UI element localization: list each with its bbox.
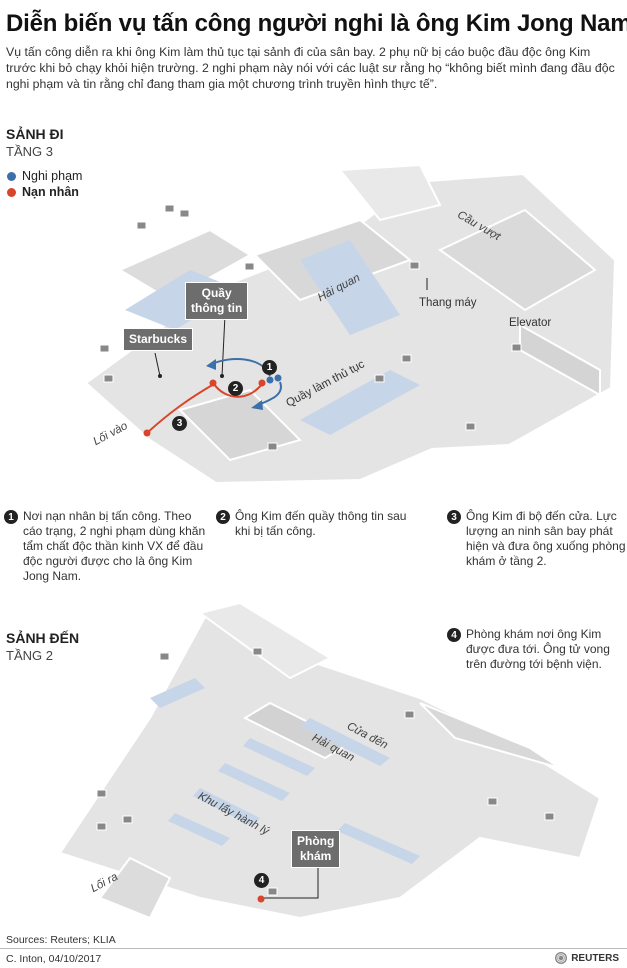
intro-paragraph: Vụ tấn công diễn ra khi ông Kim làm thủ …: [6, 45, 615, 91]
departure-blue-area-customs: [300, 240, 400, 335]
starbucks-point: [158, 374, 162, 378]
baggage-belt: [193, 788, 260, 826]
arrival-upper-block: [197, 601, 333, 680]
suspect-arrow-b: [251, 400, 263, 410]
note-text-2: Ông Kim đến quầy thông tin sau khi bị tấ…: [235, 509, 407, 538]
baggage-belt: [243, 738, 315, 776]
legend-victim: Nạn nhân: [7, 185, 79, 199]
arrival-right-block: [419, 702, 561, 769]
service-icon: [136, 221, 147, 230]
arrival-blue-area: [150, 678, 205, 708]
baggage-belt: [168, 813, 230, 846]
map-marker-3: 3: [172, 416, 187, 431]
note-number-3: 3: [447, 510, 461, 524]
arrival-section-title: SẢNH ĐẾN: [6, 630, 80, 646]
victim-point-4: [257, 895, 265, 903]
departure-floor-label: TẦNG 3: [6, 144, 53, 159]
service-icon: [401, 354, 412, 363]
suspect-legend-icon: [7, 171, 16, 181]
victim-point-2: [209, 379, 217, 387]
suspect-point-2: [274, 374, 282, 382]
note-number-2: 2: [216, 510, 230, 524]
service-icon: [96, 822, 107, 831]
map-marker-2: 2: [228, 381, 243, 396]
legend-suspect: Nghi phạm: [7, 169, 82, 183]
service-icon: [179, 209, 190, 218]
baggage-belt: [337, 823, 420, 864]
note-text-3: Ông Kim đi bộ đến cửa. Lực lượng an ninh…: [466, 509, 626, 568]
credit-text: C. Inton, 04/10/2017: [6, 953, 102, 965]
clinic-label: Phòng khám: [291, 830, 341, 868]
suspect-arrow-a: [206, 359, 216, 370]
map-marker-1: 1: [262, 360, 277, 375]
departure-bridge-block: [438, 208, 597, 312]
note-2: 2 Ông Kim đến quầy thông tin sau khi bị …: [216, 509, 425, 539]
service-icon: [99, 344, 110, 353]
reuters-brand-text: REUTERS: [571, 952, 619, 964]
info-desk-label: Quầy thông tin: [185, 282, 249, 320]
victim-legend-icon: [7, 187, 16, 197]
departure-left-block: [117, 228, 252, 302]
elevator-label: Elevator: [509, 317, 552, 329]
departure-right-block: [519, 323, 601, 397]
service-icon: [465, 422, 476, 431]
victim-point-3: [143, 429, 151, 437]
info-desk-point: [220, 374, 224, 378]
service-icon: [103, 374, 114, 383]
clinic-leader: [262, 866, 319, 899]
service-icon: [511, 343, 522, 352]
note-1: 1 Nơi nạn nhân bị tấn công. Theo cáo trạ…: [4, 509, 213, 584]
suspect-point-1: [266, 376, 274, 384]
footer-divider: [0, 948, 627, 949]
departure-floor-map: [84, 163, 617, 485]
reuters-logo: REUTERS: [555, 952, 619, 964]
service-icon: [267, 887, 278, 896]
service-icon: [374, 374, 385, 383]
victim-point-1: [258, 379, 266, 387]
note-4: 4 Phòng khám nơi ông Kim được đưa tới. Ô…: [447, 627, 627, 672]
service-icon: [96, 789, 107, 798]
departure-blue-area-checkin: [300, 370, 420, 435]
note-number-4: 4: [447, 628, 461, 642]
page-title: Diễn biến vụ tấn công người nghi là ông …: [6, 10, 627, 37]
info-desk-leader: [221, 314, 226, 377]
arrival-floor-label: TẦNG 2: [6, 648, 53, 663]
arrival-lower-block: [98, 856, 172, 920]
service-icon: [122, 815, 133, 824]
departure-section-title: SẢNH ĐI: [6, 126, 64, 142]
reuters-icon: [555, 952, 568, 964]
note-3: 3 Ông Kim đi bộ đến cửa. Lực lượng an ni…: [447, 509, 627, 569]
service-icon: [159, 652, 170, 661]
service-icon: [487, 797, 498, 806]
note-text-4: Phòng khám nơi ông Kim được đưa tới. Ông…: [466, 627, 610, 671]
service-icon: [267, 442, 278, 451]
departure-upper-block: [338, 163, 442, 222]
note-text-1: Nơi nạn nhân bị tấn công. Theo cáo trạng…: [23, 509, 206, 583]
legend-victim-label: Nạn nhân: [22, 185, 79, 199]
service-icon: [244, 262, 255, 271]
starbucks-leader: [154, 352, 161, 377]
legend-suspect-label: Nghi phạm: [22, 169, 83, 183]
service-icon: [409, 261, 420, 270]
service-icon: [544, 812, 555, 821]
note-number-1: 1: [4, 510, 18, 524]
service-icon: [164, 204, 175, 213]
starbucks-label: Starbucks: [123, 328, 194, 351]
service-icon: [252, 647, 263, 656]
arrival-customs-belt: [300, 718, 390, 766]
service-icon: [404, 710, 415, 719]
sources-text: Sources: Reuters; KLIA: [6, 934, 116, 946]
baggage-belt: [218, 763, 290, 801]
arrival-floor-map: [58, 601, 602, 920]
map-marker-4: 4: [254, 873, 269, 888]
lift-label: Thang máy: [419, 297, 477, 309]
